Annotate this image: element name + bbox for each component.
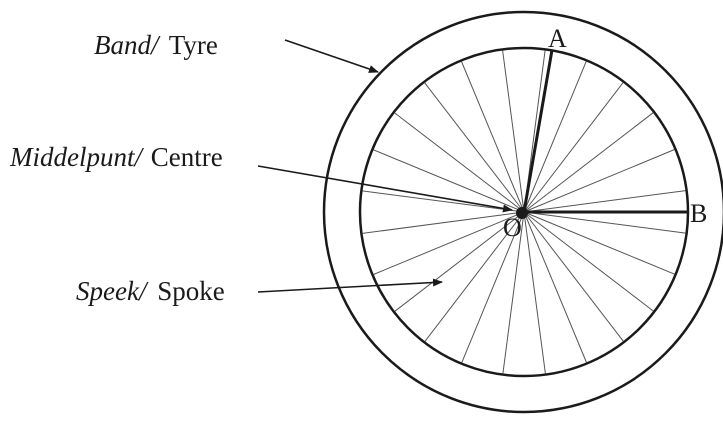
tyre-label-afrikaans: Band/: [94, 30, 161, 60]
tyre-label: Band/ Tyre: [94, 30, 218, 60]
spoke-line: [524, 212, 587, 363]
spoke-label: Speek/ Spoke: [76, 276, 225, 306]
centre-label: Middelpunt/ Centre: [9, 142, 223, 172]
centre-label-english: Centre: [151, 142, 223, 172]
centre-label-afrikaans: Middelpunt/: [9, 142, 144, 172]
tyre-arrow: [285, 40, 378, 72]
point-o-label: O: [503, 213, 522, 242]
radius-oa: [524, 50, 552, 212]
spoke-line: [462, 62, 525, 213]
spoke-line: [374, 212, 525, 275]
spoke-line: [524, 150, 675, 213]
spoke-label-afrikaans: Speek/: [76, 276, 149, 306]
spoke-label-english: Spoke: [157, 276, 225, 306]
spoke-arrow: [258, 282, 442, 292]
centre-arrow: [258, 166, 512, 210]
tyre-label-english: Tyre: [169, 30, 218, 60]
point-a-label: A: [548, 24, 567, 53]
point-b-label: B: [690, 199, 707, 228]
